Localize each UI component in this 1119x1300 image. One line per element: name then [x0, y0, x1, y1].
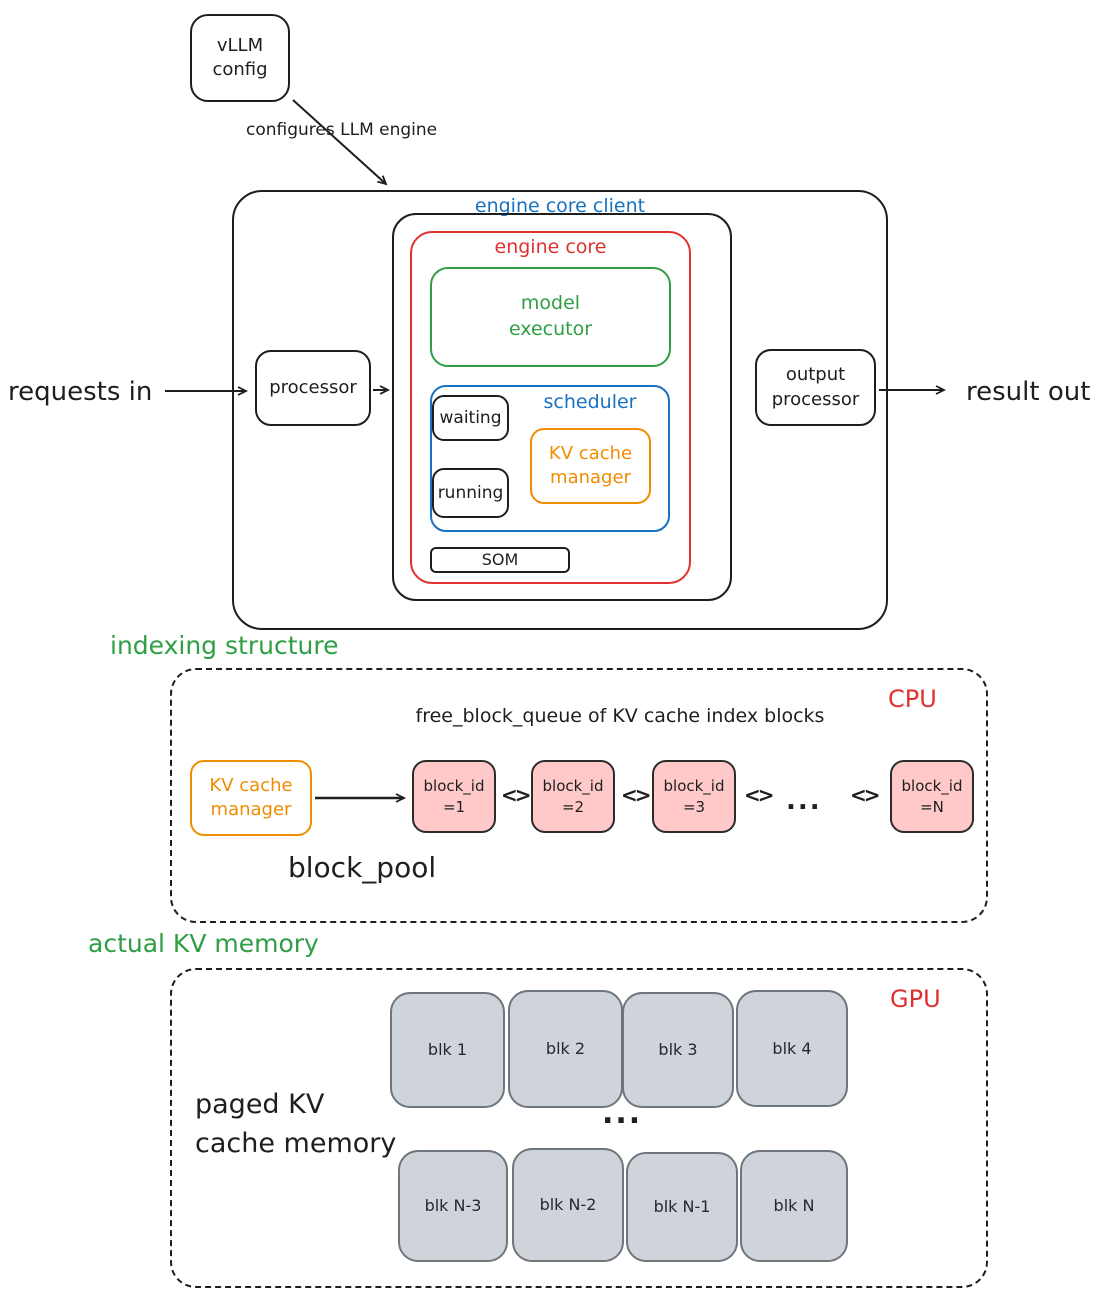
engine-core-label: engine core	[494, 236, 607, 258]
scheduler-box	[430, 385, 670, 532]
kv-cache-manager-cpu-box: KV cache manager	[190, 760, 312, 836]
cpu-zone-label: CPU	[888, 685, 937, 713]
paged-block-n-1: blk N-1	[626, 1152, 738, 1262]
gpu-zone-box	[170, 968, 988, 1288]
block-pool-label: block_pool	[288, 851, 437, 884]
result-out-label: result out	[966, 377, 1091, 407]
paged-block-1: blk 1	[390, 992, 505, 1108]
paged-block-n: blk N	[740, 1150, 848, 1262]
block-id-3-box: block_id =3	[652, 760, 736, 833]
engine-core-box	[410, 231, 691, 584]
som-box: SOM	[430, 547, 570, 573]
paged-block-n-3: blk N-3	[398, 1150, 508, 1262]
cpu-zone-box	[170, 668, 988, 923]
actual-kv-memory-title: actual KV memory	[88, 929, 319, 958]
engine-core-client-box	[232, 190, 888, 630]
kv-cache-manager-box: KV cache manager	[530, 428, 651, 504]
free-block-queue-title: free_block_queue of KV cache index block…	[415, 705, 825, 727]
waiting-queue-box: waiting	[432, 395, 509, 441]
paged-block-2: blk 2	[508, 990, 623, 1108]
block-id-2-box: block_id =2	[531, 760, 615, 833]
processor-box: processor	[255, 350, 371, 426]
bidirectional-link-icon: <>	[744, 783, 774, 807]
requests-in-label: requests in	[8, 377, 153, 407]
gpu-zone-label: GPU	[890, 985, 941, 1013]
bidirectional-link-icon: <>	[850, 783, 880, 807]
paged-block-n-2: blk N-2	[512, 1148, 624, 1262]
paged-kv-cache-memory-label: paged KV cache memory	[195, 1089, 397, 1160]
output-processor-box: output processor	[755, 349, 876, 426]
vllm-config-box: vLLM config	[190, 14, 290, 102]
engine-core-inner-box	[392, 213, 732, 601]
running-queue-box: running	[432, 468, 509, 518]
configures-arrow-label: configures LLM engine	[246, 120, 438, 140]
engine-core-client-label: engine core client	[474, 195, 646, 217]
paged-block-4: blk 4	[736, 990, 848, 1107]
indexing-structure-title: indexing structure	[110, 631, 339, 660]
scheduler-label: scheduler	[543, 391, 637, 413]
block-id-1-box: block_id =1	[412, 760, 496, 833]
model-executor-box: model executor	[430, 267, 671, 367]
index-blocks-ellipsis: ...	[786, 786, 822, 816]
bidirectional-link-icon: <>	[621, 783, 651, 807]
bidirectional-link-icon: <>	[501, 783, 531, 807]
paged-blocks-ellipsis: ...	[602, 1096, 643, 1131]
paged-block-3: blk 3	[622, 992, 734, 1108]
block-id-n-box: block_id =N	[890, 760, 974, 833]
